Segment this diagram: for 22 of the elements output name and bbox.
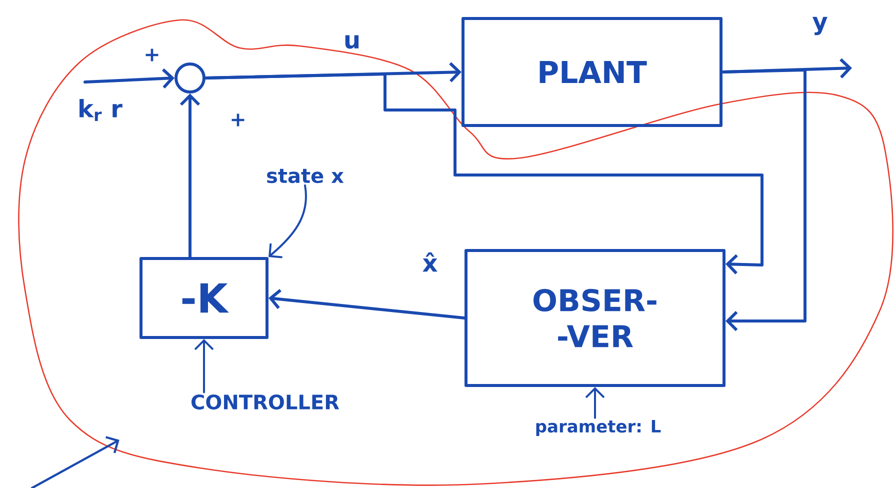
summing-junction bbox=[174, 62, 206, 94]
arrow bbox=[204, 72, 764, 274]
block-box: PLANT bbox=[462, 17, 722, 127]
edge-label: k$_{r}$ r bbox=[80, 99, 122, 121]
edge-label: x̂ bbox=[422, 252, 438, 272]
leader-line bbox=[30, 436, 120, 488]
block-box: OBSER- -VER bbox=[464, 249, 726, 387]
arrow bbox=[268, 289, 466, 320]
annotation-text: parameter: L bbox=[536, 420, 661, 436]
edge-label: u bbox=[345, 35, 359, 49]
leader-line bbox=[268, 184, 307, 258]
sign-label: + bbox=[146, 48, 158, 62]
arrow bbox=[721, 68, 806, 332]
annotation-text: CONTROLLER bbox=[192, 394, 340, 410]
arrow bbox=[84, 68, 174, 88]
edge-label: y bbox=[812, 16, 828, 36]
sign-label: + bbox=[232, 114, 244, 126]
block-box: -K bbox=[140, 257, 268, 339]
leader-line bbox=[585, 387, 605, 419]
arrow bbox=[180, 94, 200, 258]
annotation-text: state x bbox=[267, 168, 344, 184]
leader-line bbox=[194, 339, 214, 394]
